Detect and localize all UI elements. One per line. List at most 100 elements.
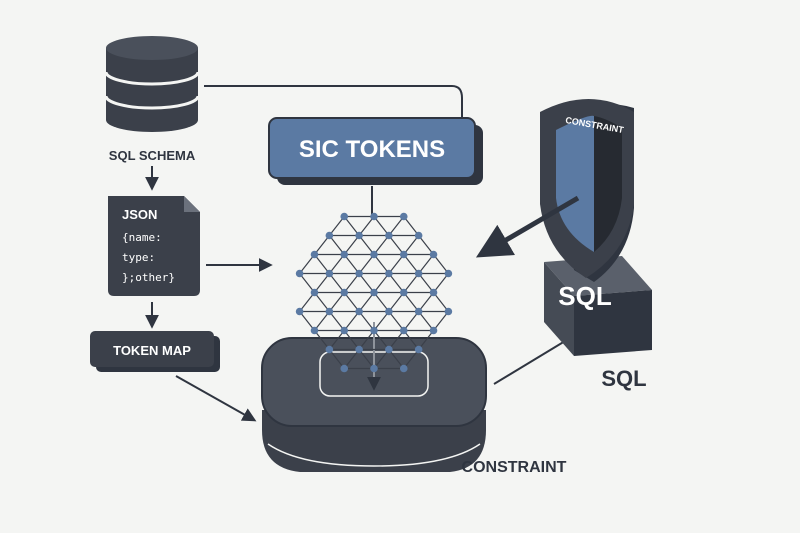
lattice-edge (388, 254, 405, 274)
json-doc-line: };other} (122, 271, 175, 284)
lattice-node (444, 269, 453, 278)
tokenmap-to-platform-arrow (175, 375, 257, 422)
sql-schema-label: SQL SCHEMA (109, 148, 196, 163)
constraint-platform-label: CONSTRAINT (462, 459, 567, 476)
lattice-edge (343, 292, 360, 312)
lattice-node (340, 288, 349, 297)
lattice-edge (373, 273, 390, 293)
lattice-edge (314, 273, 330, 293)
lattice-node (370, 250, 378, 259)
lattice-edge (418, 235, 434, 255)
lattice-node (370, 288, 378, 297)
lattice-node (325, 307, 334, 316)
lattice-node (310, 326, 319, 335)
lattice-edge (418, 330, 434, 350)
lattice-node (340, 364, 349, 373)
token-map-box (90, 331, 214, 367)
json-doc-title: JSON (122, 207, 157, 222)
lattice-edge (328, 311, 345, 331)
json-doc-line: {name: (122, 231, 162, 244)
lattice-edge (373, 330, 390, 350)
shield-to-lattice-arrow (475, 195, 580, 258)
lattice-edge (358, 216, 375, 236)
lattice-edge (299, 254, 315, 274)
lattice-edge (328, 273, 345, 293)
schema-to-tokens-connector (204, 85, 463, 118)
lattice-node (370, 326, 378, 335)
lattice-edge (388, 273, 405, 293)
lattice-edge (373, 216, 390, 236)
lattice-edge (373, 254, 390, 274)
lattice-node (429, 326, 438, 335)
lattice-node (325, 345, 334, 354)
lattice-edge (418, 311, 434, 331)
lattice-edge (328, 235, 345, 255)
lattice-node (414, 307, 423, 316)
lattice-edge (328, 254, 345, 274)
lattice-edge (358, 292, 375, 312)
lattice-edge (343, 330, 360, 350)
lattice-edge (343, 216, 360, 236)
lattice-edge (343, 311, 360, 331)
lattice-edge (314, 292, 330, 312)
lattice-edge (314, 235, 330, 255)
lattice-edge (328, 349, 345, 369)
lattice-edge (403, 349, 420, 369)
lattice-node (295, 269, 304, 278)
lattice-node (310, 288, 319, 297)
lattice-edge (403, 292, 420, 312)
lattice-node (310, 250, 319, 259)
lattice-node (385, 345, 393, 354)
lattice-edge (314, 330, 330, 350)
lattice-edge (328, 216, 345, 236)
shield-icon (540, 99, 634, 282)
lattice-edge (358, 330, 375, 350)
lattice-edge (403, 273, 420, 293)
lattice-edge (403, 235, 420, 255)
lattice-edge (373, 292, 390, 312)
token-map-label: TOKEN MAP (113, 343, 191, 358)
lattice-edge (314, 254, 330, 274)
lattice-edge (403, 216, 420, 236)
lattice-edge (343, 254, 360, 274)
lattice-node (370, 212, 378, 221)
sql-block-label: SQL (558, 281, 612, 311)
lattice-node (325, 269, 334, 278)
lattice-node (340, 250, 349, 259)
sic-tokens-label: SIC TOKENS (299, 136, 445, 163)
hexagonal-lattice (295, 212, 453, 373)
lattice-node (340, 212, 349, 221)
lattice-edge (403, 311, 420, 331)
lattice-edge (343, 273, 360, 293)
lattice-edge (433, 273, 449, 293)
lattice-node (355, 269, 363, 278)
lattice-edge (358, 311, 375, 331)
lattice-node (370, 364, 378, 373)
lattice-edge (418, 292, 434, 312)
lattice-node (385, 269, 393, 278)
lattice-node (399, 250, 408, 259)
lattice-node (295, 307, 304, 316)
lattice-edge (433, 292, 449, 312)
lattice-edge (418, 273, 434, 293)
lattice-edge (433, 311, 449, 331)
lattice-edge (343, 349, 360, 369)
lattice-edge (373, 235, 390, 255)
lattice-edge (388, 216, 405, 236)
lattice-node (414, 231, 423, 240)
lattice-edge (403, 254, 420, 274)
lattice-edge (358, 349, 375, 369)
lattice-node (399, 326, 408, 335)
lattice-edge (314, 311, 330, 331)
lattice-node (385, 231, 393, 240)
lattice-edge (299, 273, 315, 293)
document-icon (108, 196, 200, 296)
lattice-node (340, 326, 349, 335)
database-icon (104, 36, 200, 132)
lattice-edge (358, 254, 375, 274)
lattice-edge (388, 235, 405, 255)
lattice-edge (373, 311, 390, 331)
lattice-edge (433, 254, 449, 274)
